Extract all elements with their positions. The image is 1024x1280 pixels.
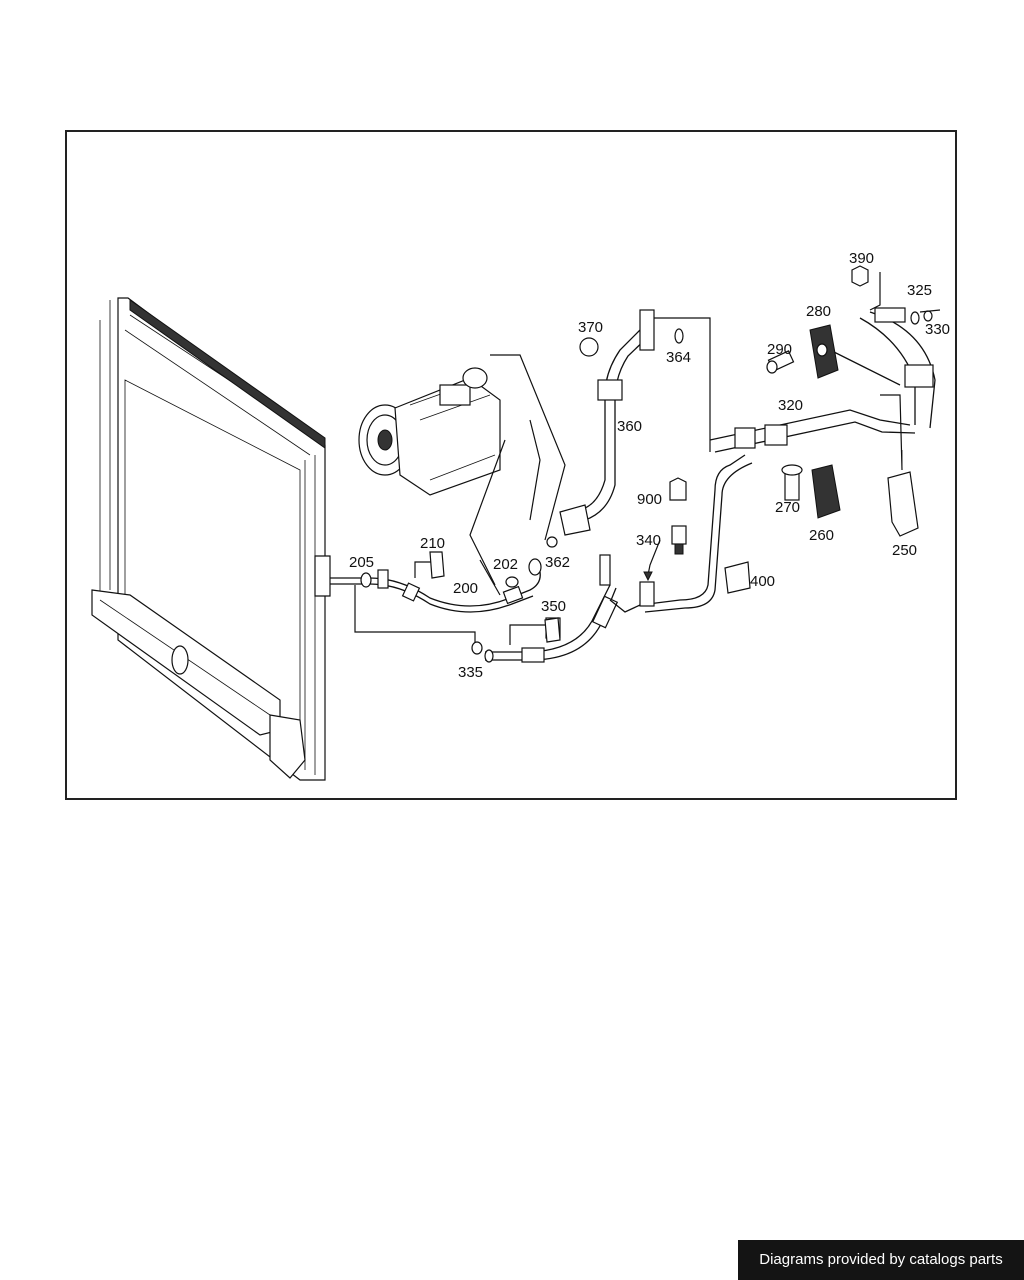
part-label-320: 320: [778, 397, 803, 414]
condenser-illustration: [91, 297, 326, 781]
part-label-270: 270: [775, 499, 800, 516]
part-label-340: 340: [636, 532, 661, 549]
part-label-900: 900: [637, 491, 662, 508]
part-label-280: 280: [806, 303, 831, 320]
part-label-360: 360: [617, 418, 642, 435]
small-parts: [429, 265, 941, 643]
part-label-210: 210: [420, 535, 445, 552]
parts-diagram-frame: [65, 130, 957, 800]
part-label-390: 390: [849, 250, 874, 267]
part-label-202: 202: [493, 556, 518, 573]
part-label-205: 205: [349, 554, 374, 571]
part-label-325: 325: [907, 282, 932, 299]
line-320: [599, 307, 936, 613]
part-label-364: 364: [666, 349, 691, 366]
part-label-350: 350: [541, 598, 566, 615]
hose-335: [471, 584, 619, 663]
part-label-400: 400: [750, 573, 775, 590]
part-label-330: 330: [925, 321, 950, 338]
part-label-370: 370: [578, 319, 603, 336]
part-label-260: 260: [809, 527, 834, 544]
part-number-labels: 370 364 360 390 325 330 280 290 320 900 …: [349, 250, 950, 681]
leader-lines: [354, 272, 903, 645]
part-label-362: 362: [545, 554, 570, 571]
part-label-200: 200: [453, 580, 478, 597]
part-label-335: 335: [458, 664, 483, 681]
part-label-290: 290: [767, 341, 792, 358]
part-label-250: 250: [892, 542, 917, 559]
compressor-illustration: [358, 367, 501, 496]
hose-360: [546, 309, 684, 548]
credit-banner: Diagrams provided by catalogs parts: [738, 1240, 1024, 1280]
hose-200: [314, 555, 542, 613]
